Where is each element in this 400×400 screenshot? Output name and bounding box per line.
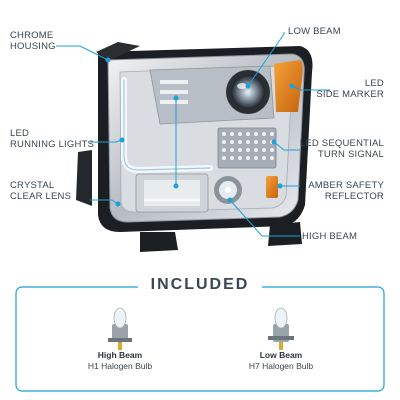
callout-amber-safety-reflector-line1: AMBER SAFETY [308, 180, 384, 191]
bulb-label-high-beam: High Beam H1 Halogen Bulb [60, 350, 180, 372]
callout-chrome-housing-line1: CHROME [10, 30, 54, 41]
callout-led-side-marker-line2: SIDE MARKER [316, 89, 384, 100]
bulb-name-low-beam: Low Beam [259, 350, 303, 360]
callout-low-beam: LOW BEAM [288, 26, 341, 37]
leader-chrome-housing [56, 45, 109, 61]
callout-lines [56, 32, 330, 237]
callout-led-side-marker-line1: LED [364, 78, 384, 89]
callout-led-running-lights: LED RUNNING LIGHTS [10, 128, 94, 150]
callout-dots [105, 57, 295, 207]
callout-led-running-lights-line2: RUNNING LIGHTS [10, 139, 95, 150]
headlight-housing [76, 42, 313, 252]
callout-led-side-marker: LED SIDE MARKER [316, 78, 384, 100]
leader-side-marker [291, 85, 330, 91]
h7-halogen-bulb-icon [268, 307, 294, 350]
leader-high-beam [229, 199, 300, 237]
callout-crystal-clear-lens-line2: CLEAR LENS [10, 191, 72, 202]
callout-low-beam-line1: LOW BEAM [288, 26, 341, 37]
bulb-label-low-beam: Low Beam H7 Halogen Bulb [221, 350, 341, 372]
callout-chrome-housing-line2: HOUSING [10, 41, 56, 52]
callout-amber-safety-reflector-line2: REFLECTOR [324, 191, 384, 202]
callout-high-beam-line1: HIGH BEAM [302, 231, 358, 242]
callout-crystal-clear-lens: CRYSTAL CLEAR LENS [10, 180, 71, 202]
leader-sequential [273, 141, 300, 151]
callout-led-sequential: LED SEQUENTIAL TURN SIGNAL [300, 138, 384, 160]
callout-chrome-housing: CHROME HOUSING [10, 30, 56, 52]
included-title: INCLUDED [150, 276, 250, 293]
callout-led-sequential-line1: LED SEQUENTIAL [299, 138, 384, 149]
callout-amber-safety-reflector: AMBER SAFETY REFLECTOR [308, 180, 384, 202]
leader-low-beam [247, 32, 285, 87]
bulb-type-low-beam: H7 Halogen Bulb [248, 361, 314, 371]
bulb-name-high-beam: High Beam [97, 350, 143, 360]
callout-led-sequential-line2: TURN SIGNAL [317, 149, 384, 160]
bulb-type-high-beam: H1 Halogen Bulb [87, 361, 153, 371]
callout-high-beam: HIGH BEAM [302, 231, 357, 242]
h1-halogen-bulb-icon [108, 307, 132, 350]
included-panel [15, 278, 385, 392]
callout-crystal-clear-lens-line1: CRYSTAL [10, 180, 55, 191]
callout-led-running-lights-line1: LED [10, 128, 30, 139]
